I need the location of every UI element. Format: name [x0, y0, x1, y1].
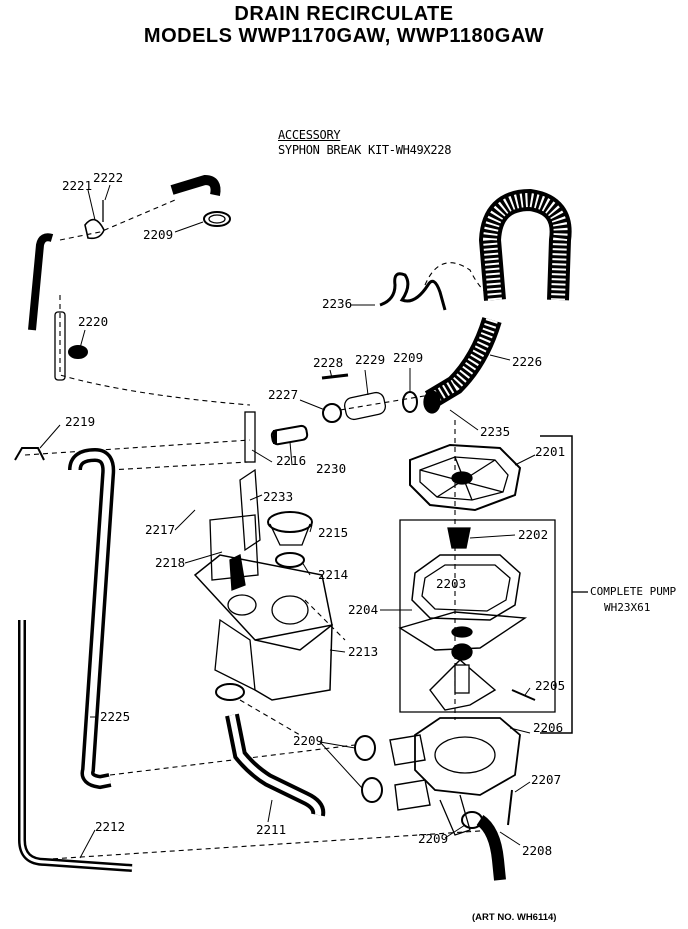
label-2209-top: 2209: [143, 227, 174, 242]
label-2230: 2230: [316, 461, 347, 476]
housing-2206: [414, 717, 521, 836]
clamp-2209-lower2: [361, 777, 383, 803]
complete-pump-label: COMPLETE PUMP: [590, 585, 677, 598]
clamp-2209-bottom: [461, 811, 483, 829]
label-2233: 2233: [263, 489, 294, 504]
clip-2221: [84, 218, 105, 240]
hose-top: [170, 174, 221, 196]
wire-2236: [379, 272, 447, 311]
accessory-kit-label: SYPHON BREAK KIT-WH49X228: [278, 143, 452, 157]
label-2226: 2226: [512, 354, 543, 369]
label-2207: 2207: [531, 772, 562, 787]
label-2216: 2216: [276, 453, 307, 468]
dash-line-2219: [24, 439, 251, 456]
dash-line-2212: [34, 829, 496, 861]
hose-upper-left: [28, 233, 54, 331]
dash-line-2225-top: [109, 461, 249, 471]
gasket-2203: [411, 554, 521, 621]
label-2204: 2204: [348, 602, 379, 617]
label-2219: 2219: [65, 414, 96, 429]
diagram-title: DRAIN RECIRCULATE: [234, 3, 454, 25]
hose-2208: [476, 815, 506, 881]
label-2209-bottom: 2209: [418, 831, 449, 846]
clamp-2227: [322, 403, 342, 423]
tank-2213: [193, 468, 333, 701]
label-2206: 2206: [533, 720, 564, 735]
label-2220: 2220: [78, 314, 109, 329]
label-2202: 2202: [518, 527, 549, 542]
dash-line-2236: [424, 262, 491, 296]
label-2209-mid: 2209: [393, 350, 424, 365]
label-2209-lower: 2209: [293, 733, 324, 748]
complete-pump-part-number: WH23X61: [604, 601, 651, 614]
screw-2207: [507, 789, 513, 826]
label-2212: 2212: [95, 819, 126, 834]
connector-2229: [343, 391, 387, 421]
clamp-2214: [275, 552, 305, 568]
label-2222: 2222: [93, 170, 124, 185]
clamp-2209-lower1: [354, 735, 376, 761]
screw-2205: [511, 689, 536, 701]
label-2208: 2208: [522, 843, 553, 858]
label-2236: 2236: [322, 296, 353, 311]
clamp-2209-mid: [402, 391, 418, 413]
label-2221: 2221: [62, 178, 93, 193]
label-2205: 2205: [535, 678, 566, 693]
hose-2226: [424, 188, 572, 409]
models-subtitle: MODELS WWP1170GAW, WWP1180GAW: [143, 25, 545, 47]
dash-line-2211: [239, 699, 301, 736]
elbow-2230: [270, 424, 309, 446]
label-2217: 2217: [145, 522, 176, 537]
tube-2216: [244, 411, 256, 463]
pump-bracket: [540, 435, 573, 734]
screw-2228: [321, 373, 349, 380]
dash-line-tube: [59, 295, 251, 406]
seal-2202: [447, 527, 471, 549]
art-number: (ART NO. WH6114): [472, 912, 557, 923]
label-2228: 2228: [313, 355, 344, 370]
dash-line-hose-top: [59, 199, 176, 241]
bracket-2219: [14, 447, 45, 461]
label-2211: 2211: [256, 822, 287, 837]
label-2225: 2225: [100, 709, 131, 724]
label-2214: 2214: [318, 567, 349, 582]
label-2229: 2229: [355, 352, 386, 367]
label-2203: 2203: [436, 576, 467, 591]
label-2201: 2201: [535, 444, 566, 459]
tube-2220: [54, 311, 66, 381]
label-2213: 2213: [348, 644, 379, 659]
cap-2215: [267, 511, 313, 533]
clamp-2209-top: [203, 211, 231, 227]
label-2235: 2235: [480, 424, 511, 439]
label-2227: 2227: [268, 387, 299, 402]
accessory-heading: ACCESSORY: [278, 128, 341, 142]
label-2215: 2215: [318, 525, 349, 540]
label-2218: 2218: [155, 555, 186, 570]
impeller-box: [399, 519, 556, 713]
pump-cover-2201: [409, 443, 522, 512]
